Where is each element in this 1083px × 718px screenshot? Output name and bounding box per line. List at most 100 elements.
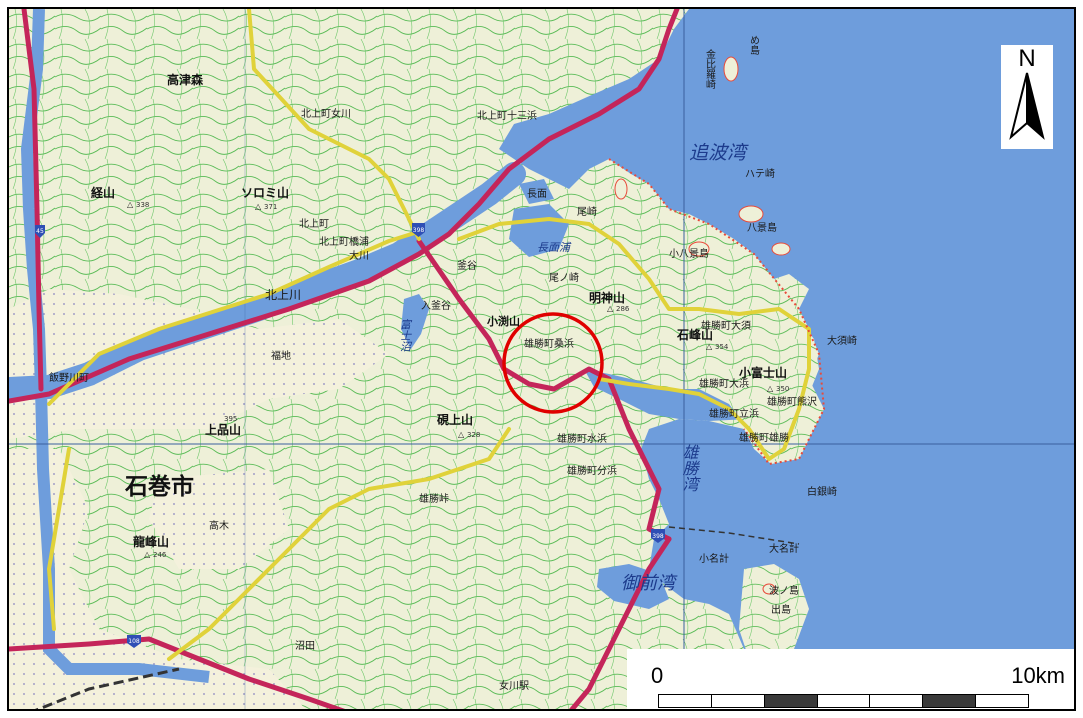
svg-text:246: 246	[153, 551, 167, 559]
mountain-kamishinayama: 上品山	[205, 422, 241, 437]
route-number: 45	[36, 228, 44, 235]
place-fukuji: 福地	[271, 349, 291, 362]
north-label: N	[1018, 45, 1036, 72]
topographic-map: 45 398 398 108 △ △ △ △ △ △ △ 石巻市 追波湾 雄勝湾…	[9, 9, 1074, 709]
svg-text:△: △	[767, 384, 774, 393]
svg-text:286: 286	[616, 305, 630, 313]
island-nakanoshima: 波ノ島	[769, 584, 799, 597]
summit-markers: △ △ △ △ △ △ △	[127, 200, 774, 559]
place-ogatsu-pass: 雄勝峠	[419, 492, 449, 505]
mountain-takatsumori: 高津森	[167, 72, 204, 87]
north-arrow-icon	[1009, 72, 1045, 140]
fuji-numa-lake	[401, 294, 429, 349]
place-hashiura: 北上町橋浦	[319, 235, 369, 248]
island-small-2	[771, 242, 791, 256]
elevation-labels: 338 371 328 286 354 350 246 395	[136, 201, 789, 559]
cape-kinkazan: 金比羅崎	[704, 48, 716, 89]
place-numata: 沼田	[295, 639, 315, 652]
route-number: 108	[128, 638, 140, 645]
place-kuwahama: 雄勝町桑浜	[524, 337, 574, 350]
svg-text:338: 338	[136, 201, 149, 209]
island-small-1	[614, 178, 628, 200]
place-oguchi: 雄勝町大浜	[699, 377, 749, 390]
railway	[34, 667, 180, 709]
island-meshima: め島	[748, 35, 760, 56]
place-onagawa-sta: 女川駅	[499, 679, 529, 692]
island-small-4	[723, 56, 739, 82]
lagoon-label: 長面浦	[537, 241, 572, 254]
highlight-circle	[502, 312, 604, 414]
river-label: 北上川	[265, 288, 301, 302]
svg-text:△: △	[607, 304, 614, 313]
scale-segment	[659, 695, 712, 707]
onagawa-bay	[597, 564, 669, 609]
place-komokei: 小名計	[699, 552, 729, 565]
svg-text:350: 350	[776, 385, 789, 393]
bay-label-oppa: 追波湾	[689, 142, 749, 164]
svg-text:395: 395	[224, 415, 237, 423]
nagatsura-lagoon	[509, 204, 569, 257]
place-irikamagaya: 入釜谷	[421, 299, 451, 312]
island-small-3	[762, 583, 776, 595]
scale-segment	[870, 695, 924, 707]
plain-south	[149, 469, 289, 569]
scale-segment	[923, 695, 977, 707]
plain-west	[9, 289, 389, 439]
place-takagi: 高木	[209, 519, 229, 532]
svg-text:371: 371	[264, 203, 277, 211]
scale-bar-graphic	[658, 694, 1029, 708]
mountain-kofuchiyama: 小渕山	[486, 314, 520, 328]
svg-text:354: 354	[715, 343, 729, 351]
mountain-kaminoyama: 硯上山	[436, 412, 473, 427]
scale-segment	[764, 695, 818, 707]
mountain-kofujisan: 小富士山	[739, 365, 787, 380]
place-kitakami: 北上町	[299, 218, 329, 230]
cape-shirohama: 白銀崎	[807, 485, 837, 498]
island-hakkei	[738, 205, 764, 223]
cape-onagesaki: 大須崎	[827, 334, 857, 347]
route-number: 398	[652, 533, 664, 540]
cape-hatesaki: ハテ崎	[745, 167, 775, 180]
mountain-keiyama: 経山	[91, 185, 115, 200]
island-southeast-contours	[739, 564, 809, 669]
route-number: 398	[413, 227, 425, 234]
svg-text:△: △	[255, 202, 262, 211]
bay-label-ogatsu: 雄勝湾	[680, 444, 699, 492]
route-shield-108: 108	[127, 635, 141, 648]
scale-zero-label: 0	[651, 663, 664, 688]
place-kumasawa: 雄勝町熊沢	[767, 395, 817, 408]
mountain-myojinyama: 明神山	[589, 290, 625, 305]
scale-segment	[711, 695, 765, 707]
svg-text:△: △	[706, 342, 713, 351]
place-iino: 飯野川町	[49, 371, 89, 384]
svg-text:328: 328	[467, 431, 480, 439]
ogatsu-peninsula-contours	[654, 309, 819, 459]
place-tachihama: 雄勝町立浜	[709, 407, 759, 420]
main-roads	[9, 9, 680, 709]
nagatsura-inner	[519, 179, 554, 204]
bay-label-onagawa: 御前湾	[621, 573, 678, 594]
place-kitakami-onagawa: 北上町女川	[301, 107, 351, 120]
city-label: 石巻市	[124, 473, 194, 500]
scale-segment	[976, 695, 1029, 707]
island-koyakei-label: 小八景島	[669, 247, 709, 260]
mountain-soromiyama: ソロミ山	[241, 185, 289, 200]
route-shield-45: 45	[35, 225, 45, 238]
cape-ozaki: 尾崎	[577, 205, 597, 218]
svg-text:△: △	[144, 550, 151, 559]
scale-bar: 0 10km	[627, 649, 1074, 709]
map-frame: 45 398 398 108 △ △ △ △ △ △ △ 石巻市 追波湾 雄勝湾…	[7, 7, 1076, 711]
place-osu: 雄勝町大須	[701, 319, 751, 332]
map-labels: 石巻市 追波湾 雄勝湾 御前湾 長面浦 北上川 富士沼 経山 ソロミ山 高津森 …	[49, 35, 857, 692]
route-shield-398-b: 398	[651, 529, 665, 543]
place-ogatsu: 雄勝町雄勝	[739, 431, 789, 444]
place-nagatsura-strait: 尾ノ崎	[549, 271, 579, 284]
route-shield-398-a: 398	[412, 223, 425, 237]
mountain-ryuhozan: 龍峰山	[133, 534, 169, 549]
svg-text:△: △	[127, 200, 134, 209]
prefectural-roads	[47, 9, 811, 661]
scale-max-label: 10km	[1011, 663, 1065, 688]
place-oomokei: 大名計	[769, 542, 799, 555]
svg-text:△: △	[458, 430, 465, 439]
ferry-route	[668, 526, 800, 545]
